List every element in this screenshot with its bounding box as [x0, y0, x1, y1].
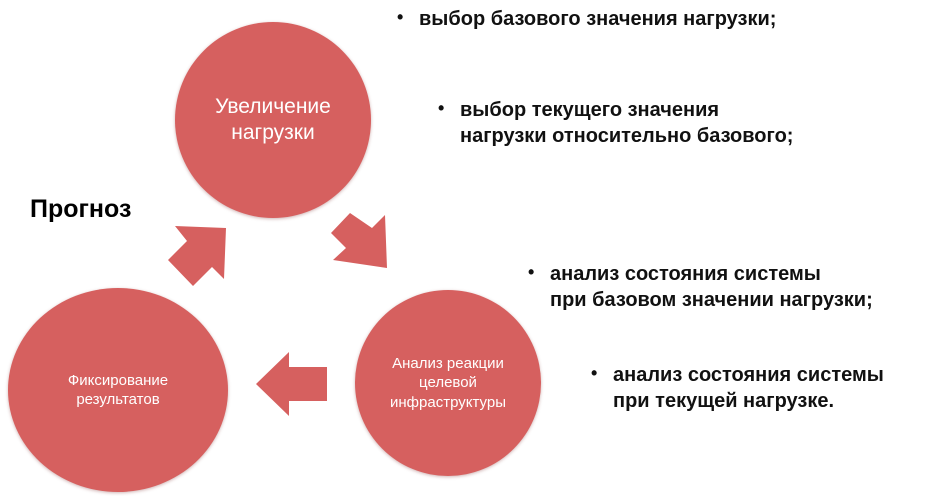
diagram-title: Прогноз: [30, 195, 132, 223]
cycle-step-label: Анализ реакции целевой инфраструктуры: [390, 354, 506, 411]
bullet-item: • анализ состояния системы при текущей н…: [591, 362, 884, 414]
arrow-down-right: [331, 213, 387, 268]
arrow-up-right: [168, 226, 226, 286]
bullet-text: при текущей нагрузке.: [613, 390, 835, 412]
bullet-text: при базовом значении нагрузки;: [550, 289, 873, 311]
arrow-left: [256, 352, 327, 416]
bullet-item: • выбор текущего значения нагрузки относ…: [438, 97, 793, 149]
bullet-marker: •: [591, 363, 598, 383]
bullet-text: выбор базового значения нагрузки;: [419, 8, 777, 30]
cycle-step-record-results: Фиксирование результатов: [8, 288, 228, 492]
bullet-marker: •: [528, 262, 535, 282]
bullet-item: • анализ состояния системы при базовом з…: [528, 261, 873, 313]
cycle-step-label: Фиксирование результатов: [67, 371, 169, 409]
cycle-step-increase-load: Увеличение нагрузки: [175, 22, 371, 218]
bullet-marker: •: [397, 7, 404, 27]
cycle-step-label: Увеличение нагрузки: [215, 94, 331, 144]
bullet-text: анализ состояния системы: [613, 364, 884, 386]
bullet-text: анализ состояния системы: [550, 263, 821, 285]
bullet-text: выбор текущего значения: [460, 99, 720, 121]
bullet-item: • выбор базового значения нагрузки;: [397, 6, 776, 32]
bullet-marker: •: [438, 98, 445, 118]
bullet-text: нагрузки относительно базового;: [460, 125, 794, 147]
cycle-step-analyze-reaction: Анализ реакции целевой инфраструктуры: [355, 290, 541, 476]
